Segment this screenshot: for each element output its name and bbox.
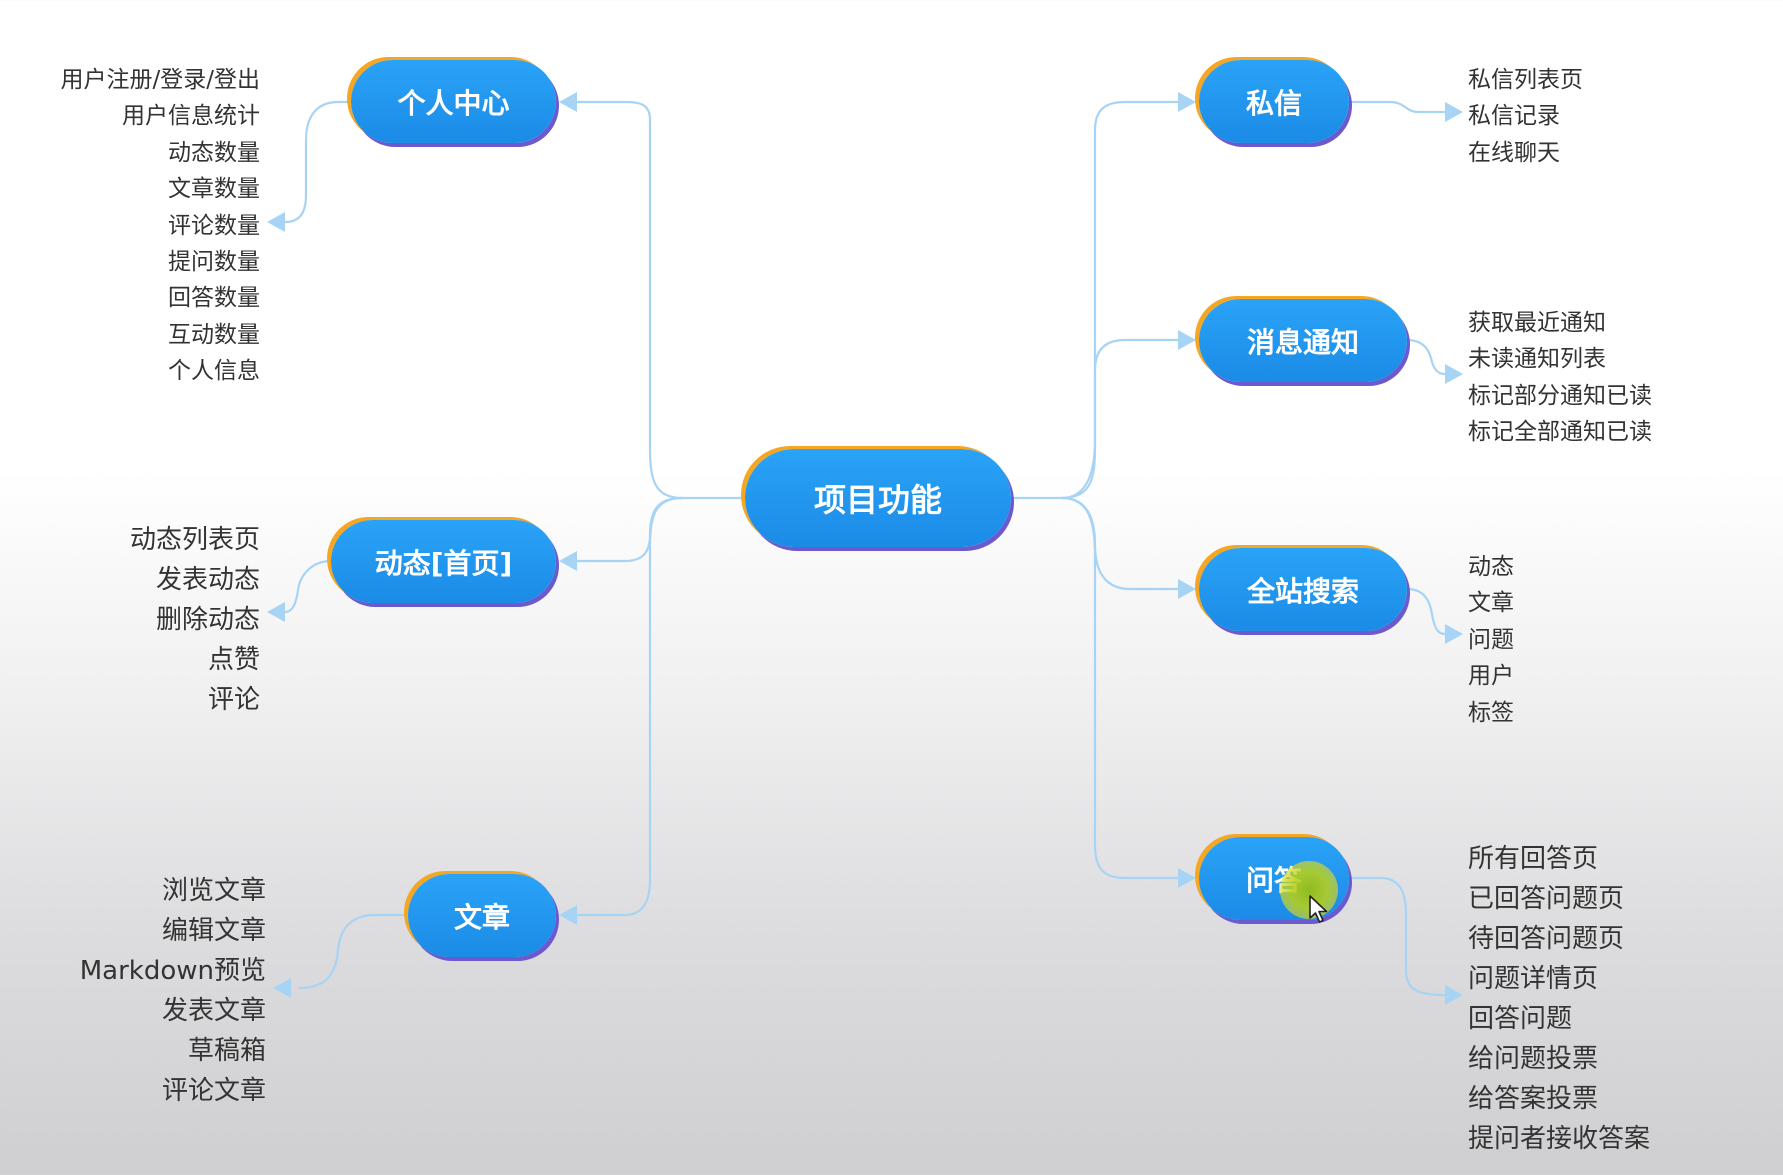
arrow-notifications bbox=[1178, 330, 1196, 350]
leaf-arrow-notifications bbox=[1445, 364, 1463, 384]
leaf-list-private-messages: 私信列表页私信记录在线聊天 bbox=[1468, 60, 1783, 179]
connector-to-personal-center bbox=[573, 100, 684, 500]
leaf-connector-personal-center bbox=[283, 100, 353, 224]
leaf-item: Markdown预览 bbox=[79, 956, 266, 986]
leaf-item: 发表动态 bbox=[155, 565, 260, 595]
leaf-item: 草稿箱 bbox=[187, 1036, 266, 1066]
arrow-messages bbox=[1178, 92, 1196, 112]
branch-article[interactable]: 文章 bbox=[408, 874, 556, 957]
arrow-feed bbox=[559, 551, 577, 571]
leaf-item: 待回答问题页 bbox=[1468, 924, 1625, 954]
leaf-item: 互动数量 bbox=[168, 321, 260, 348]
branch-personal-center[interactable]: 个人中心 bbox=[351, 60, 556, 143]
leaf-connector-article bbox=[298, 913, 410, 990]
leaf-item: 文章 bbox=[1468, 590, 1514, 617]
leaf-arrow-search bbox=[1445, 624, 1463, 644]
connector-to-feed bbox=[573, 496, 684, 563]
leaf-item: 问题 bbox=[1468, 626, 1514, 653]
leaf-item: 编辑文章 bbox=[161, 916, 266, 946]
leaf-item: 未读通知列表 bbox=[1468, 346, 1606, 373]
leaf-item: 用户 bbox=[1468, 663, 1514, 690]
leaf-item: 个人信息 bbox=[168, 358, 260, 385]
leaf-item: 用户注册/登录/登出 bbox=[60, 67, 261, 93]
leaf-item: 评论数量 bbox=[168, 212, 260, 239]
leaf-connector-search bbox=[1405, 587, 1447, 636]
leaf-connector-notifications bbox=[1405, 338, 1447, 376]
branch-qa[interactable]: 问答 bbox=[1199, 837, 1349, 920]
leaf-item: 评论文章 bbox=[161, 1076, 266, 1106]
leaf-item: 标记全部通知已读 bbox=[1468, 419, 1652, 446]
leaf-arrow-feed bbox=[267, 602, 285, 622]
leaf-item: 回答问题 bbox=[1468, 1004, 1573, 1034]
arrow-search bbox=[1178, 579, 1196, 599]
arrow-qa bbox=[1178, 868, 1196, 888]
leaf-item: 标签 bbox=[1468, 699, 1514, 726]
leaf-item: 获取最近通知 bbox=[1468, 310, 1606, 336]
connector-to-search bbox=[1060, 496, 1182, 591]
leaf-connector-qa bbox=[1347, 876, 1447, 997]
arrow-personal-center bbox=[559, 92, 577, 112]
leaf-list-article: 浏览文章编辑文章 Markdown预览发表文章草稿箱评论文章 bbox=[0, 870, 266, 1120]
leaf-item: 文章数量 bbox=[168, 176, 260, 203]
leaf-item: 评论 bbox=[207, 685, 260, 715]
leaf-item: 点赞 bbox=[207, 645, 260, 675]
leaf-list-personal-center: 用户注册/登录/登出用户信息统计动态数量文章数量评论数量提问数量回答数量互动数量… bbox=[0, 60, 261, 398]
leaf-item: 给问题投票 bbox=[1468, 1044, 1599, 1074]
branch-feed-home[interactable]: 动态[首页] bbox=[331, 520, 556, 603]
leaf-item: 提问者接收答案 bbox=[1468, 1124, 1651, 1154]
leaf-item: 已回答问题页 bbox=[1468, 884, 1625, 914]
branch-notifications[interactable]: 消息通知 bbox=[1199, 299, 1407, 382]
leaf-item: 问题详情页 bbox=[1468, 964, 1599, 994]
leaf-item: 标记部分通知已读 bbox=[1468, 382, 1652, 409]
leaf-arrow-messages bbox=[1445, 102, 1463, 122]
leaf-arrow-article bbox=[273, 978, 291, 998]
connector-to-messages bbox=[1060, 100, 1182, 500]
branch-private-messages[interactable]: 私信 bbox=[1199, 60, 1349, 143]
leaf-list-feed-home: 动态列表页发表动态删除动态点赞评论 bbox=[0, 519, 260, 729]
leaf-item: 浏览文章 bbox=[161, 876, 266, 906]
leaf-item: 私信记录 bbox=[1468, 103, 1560, 130]
connector-to-notifications bbox=[1060, 338, 1182, 500]
leaf-connector-messages bbox=[1347, 100, 1447, 114]
leaf-item: 回答数量 bbox=[168, 285, 260, 312]
branch-site-search[interactable]: 全站搜索 bbox=[1199, 548, 1407, 631]
connector-to-qa bbox=[1060, 496, 1182, 880]
leaf-item: 给答案投票 bbox=[1468, 1084, 1599, 1114]
leaf-item: 在线聊天 bbox=[1468, 139, 1560, 166]
leaf-arrow-qa bbox=[1445, 985, 1463, 1005]
leaf-list-qa: 所有回答页已回答问题页待回答问题页问题详情页回答问题给问题投票给答案投票提问者接… bbox=[1468, 838, 1783, 1168]
leaf-item: 动态 bbox=[1468, 554, 1514, 580]
leaf-list-notifications: 获取最近通知未读通知列表标记部分通知已读标记全部通知已读 bbox=[1468, 303, 1783, 459]
leaf-connector-feed bbox=[283, 559, 333, 614]
leaf-item: 发表文章 bbox=[161, 996, 266, 1026]
leaf-item: 所有回答页 bbox=[1468, 844, 1599, 874]
leaf-arrow-personal-center bbox=[267, 212, 285, 232]
connector-to-article bbox=[573, 496, 684, 917]
leaf-item: 提问数量 bbox=[168, 249, 260, 275]
leaf-item: 用户信息统计 bbox=[122, 103, 260, 130]
center-node[interactable]: 项目功能 bbox=[745, 449, 1011, 547]
leaf-list-site-search: 动态文章问题用户标签 bbox=[1468, 547, 1783, 739]
arrow-article bbox=[559, 905, 577, 925]
leaf-item: 私信列表页 bbox=[1468, 67, 1583, 93]
leaf-item: 动态数量 bbox=[168, 139, 260, 166]
leaf-item: 动态列表页 bbox=[129, 525, 260, 555]
leaf-item: 删除动态 bbox=[155, 605, 260, 635]
